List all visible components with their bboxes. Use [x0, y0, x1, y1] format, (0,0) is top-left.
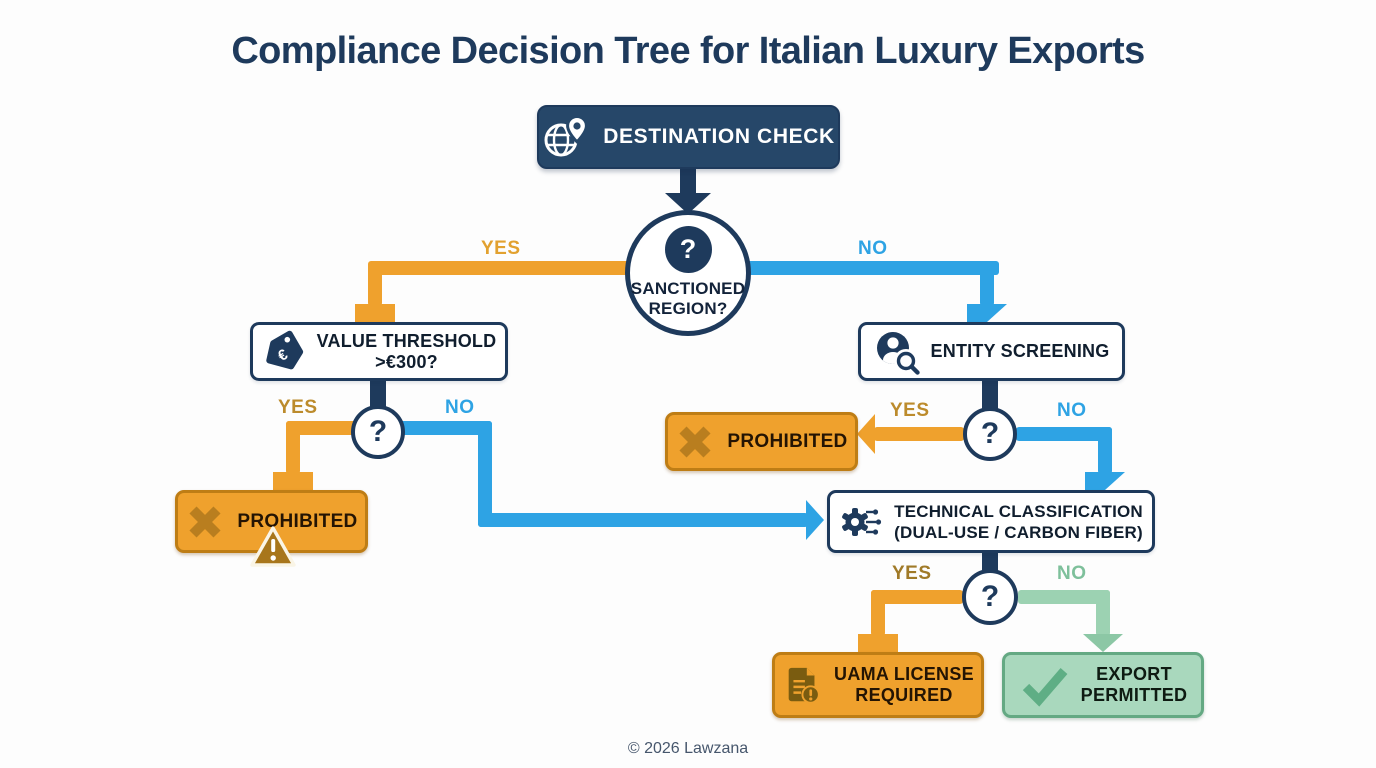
node-technical-classification-label: TECHNICAL CLASSIFICATION (DUAL-USE / CAR…: [894, 501, 1143, 542]
x-icon: [185, 502, 225, 542]
label-sanctioned-no: NO: [858, 238, 888, 259]
node-sanctioned-region-label: SANCTIONED REGION?: [630, 279, 746, 318]
label-tech-no: NO: [1057, 563, 1087, 584]
edge-value-no-line-v: [478, 421, 492, 527]
globe-pin-icon: [542, 113, 590, 161]
edge-entity-no-line-v: [1098, 427, 1112, 474]
edge-value-no-line-h2: [478, 513, 808, 527]
node-entity-screening-label: ENTITY SCREENING: [930, 341, 1110, 361]
check-icon: [1019, 663, 1071, 707]
edge-tech-no-line-v: [1096, 590, 1110, 636]
node-export-permitted-label: EXPORT PERMITTED: [1080, 664, 1188, 705]
arrow-value-yes: [273, 472, 313, 490]
arrow-entity-no: [1085, 472, 1125, 490]
stem-technical-line: [982, 550, 998, 575]
node-technical-classification: TECHNICAL CLASSIFICATION (DUAL-USE / CAR…: [827, 490, 1155, 553]
edge-value-no-line-h1: [378, 421, 492, 435]
question-mark-icon: ?: [664, 226, 712, 273]
stem-value-line: [370, 378, 386, 410]
label-entity-yes: YES: [890, 400, 930, 421]
node-uama-license-label: UAMA LICENSE REQUIRED: [834, 664, 974, 705]
person-search-icon: [874, 329, 920, 375]
label-value-no: NO: [445, 397, 475, 418]
node-destination-check-label: DESTINATION CHECK: [603, 125, 835, 148]
copyright-text: © 2026 Lawzana: [627, 740, 749, 757]
arrow-entity-yes: [857, 414, 875, 454]
arrow-tech-no: [1083, 634, 1123, 652]
edge-sanctioned-yes-line-h: [372, 261, 688, 275]
arrow-tech-yes: [858, 634, 898, 652]
edge-entity-yes-line-h: [874, 427, 964, 441]
node-value-threshold-label: VALUE THRESHOLD >€300?: [316, 330, 497, 372]
node-destination-check: DESTINATION CHECK: [537, 105, 840, 169]
node-prohibited-left-label: PROHIBITED: [237, 510, 358, 532]
label-tech-yes: YES: [892, 563, 932, 584]
label-sanctioned-yes: YES: [481, 238, 521, 259]
document-alert-icon: [782, 664, 824, 706]
edge-tech-yes-line-h: [871, 590, 963, 604]
arrow-sanctioned-no: [967, 304, 1007, 322]
x-icon: [675, 422, 715, 462]
stem-entity-line: [982, 378, 998, 410]
decision-entity-question: ?: [963, 407, 1017, 461]
label-entity-no: NO: [1057, 400, 1087, 421]
edge-sanctioned-no-line-v: [980, 261, 994, 306]
edge-value-yes-line-v: [286, 421, 300, 474]
edge-tech-no-line-h: [1018, 590, 1110, 604]
node-entity-screening: ENTITY SCREENING: [858, 322, 1125, 381]
page-title: Compliance Decision Tree for Italian Lux…: [231, 30, 1145, 72]
decision-tech-question: ?: [962, 569, 1018, 625]
node-prohibited-right-label: PROHIBITED: [727, 430, 848, 452]
price-tag-euro-icon: €: [262, 330, 306, 374]
arrow-value-no: [806, 500, 824, 540]
warning-triangle-icon: [248, 524, 298, 575]
node-uama-license: UAMA LICENSE REQUIRED: [772, 652, 984, 718]
arrow-sanctioned-yes: [355, 304, 395, 322]
edge-sanctioned-yes-line-v: [368, 261, 382, 306]
decision-value-question: ?: [351, 405, 405, 459]
node-export-permitted: EXPORT PERMITTED: [1002, 652, 1204, 718]
node-sanctioned-region: ? SANCTIONED REGION?: [625, 210, 751, 336]
node-prohibited-right: PROHIBITED: [665, 412, 858, 471]
edge-sanctioned-no-line-h: [688, 261, 999, 275]
gear-circuit-icon: [839, 499, 885, 545]
stem-destination-line: [680, 167, 696, 197]
edge-tech-yes-line-v: [871, 590, 885, 636]
arrow-destination-down: [665, 193, 711, 214]
label-value-yes: YES: [278, 397, 318, 418]
edge-entity-no-line-h: [1016, 427, 1112, 441]
node-value-threshold: € VALUE THRESHOLD >€300?: [250, 322, 508, 381]
